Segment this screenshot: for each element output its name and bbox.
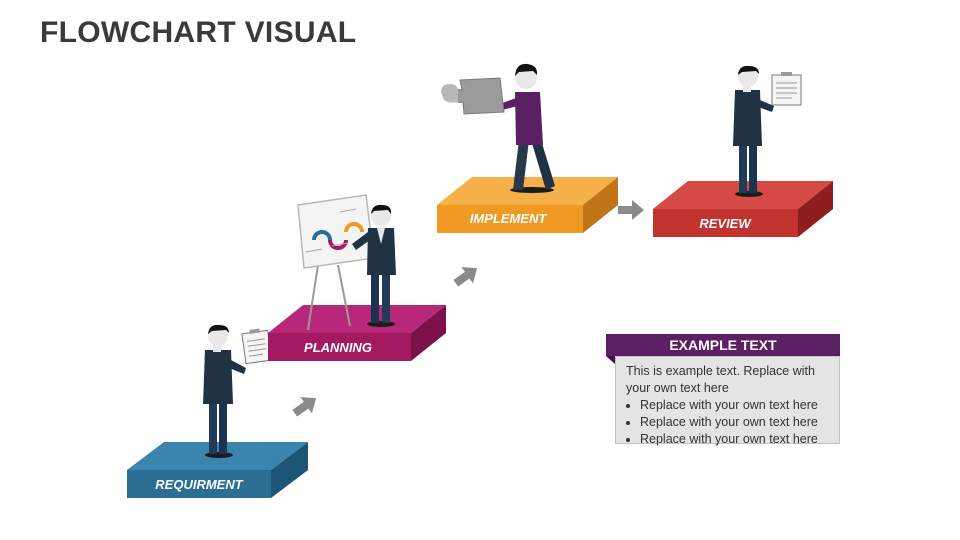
example-bullet: Replace with your own text here — [640, 431, 829, 448]
example-body: This is example text. Replace with your … — [615, 356, 840, 446]
person-presenting-icon — [352, 204, 396, 327]
arrow-icon — [618, 200, 644, 220]
page-title: FLOWCHART VISUAL — [40, 16, 357, 49]
arrow-icon — [289, 390, 322, 422]
step-label-planning: PLANNING — [304, 340, 372, 355]
step-implement-face — [437, 205, 583, 233]
person-with-clipboard-icon — [203, 324, 273, 458]
step-review-face — [653, 209, 798, 237]
example-bullet: Replace with your own text here — [640, 414, 829, 431]
step-planning-face — [268, 333, 411, 361]
step-implement: IMPLEMENT — [437, 177, 618, 233]
example-text-box: EXAMPLE TEXT This is example text. Repla… — [606, 334, 840, 446]
step-label-implement: IMPLEMENT — [470, 211, 548, 226]
person-with-puzzle-icon — [441, 63, 555, 193]
step-requirement: REQUIRMENT — [127, 442, 308, 498]
step-planning: PLANNING — [268, 305, 446, 361]
person-reviewing-icon — [733, 65, 802, 197]
example-bullet: Replace with your own text here — [640, 397, 829, 414]
step-requirement-face — [127, 470, 271, 498]
presentation-board-icon — [297, 194, 375, 331]
ribbon-fold — [606, 356, 615, 364]
example-bullet-list: Replace with your own text here Replace … — [626, 397, 829, 448]
example-heading: EXAMPLE TEXT — [606, 334, 840, 356]
arrow-icon — [450, 260, 483, 292]
step-label-requirement: REQUIRMENT — [155, 477, 243, 492]
example-intro: This is example text. Replace with your … — [626, 364, 815, 395]
step-label-review: REVIEW — [699, 216, 752, 231]
